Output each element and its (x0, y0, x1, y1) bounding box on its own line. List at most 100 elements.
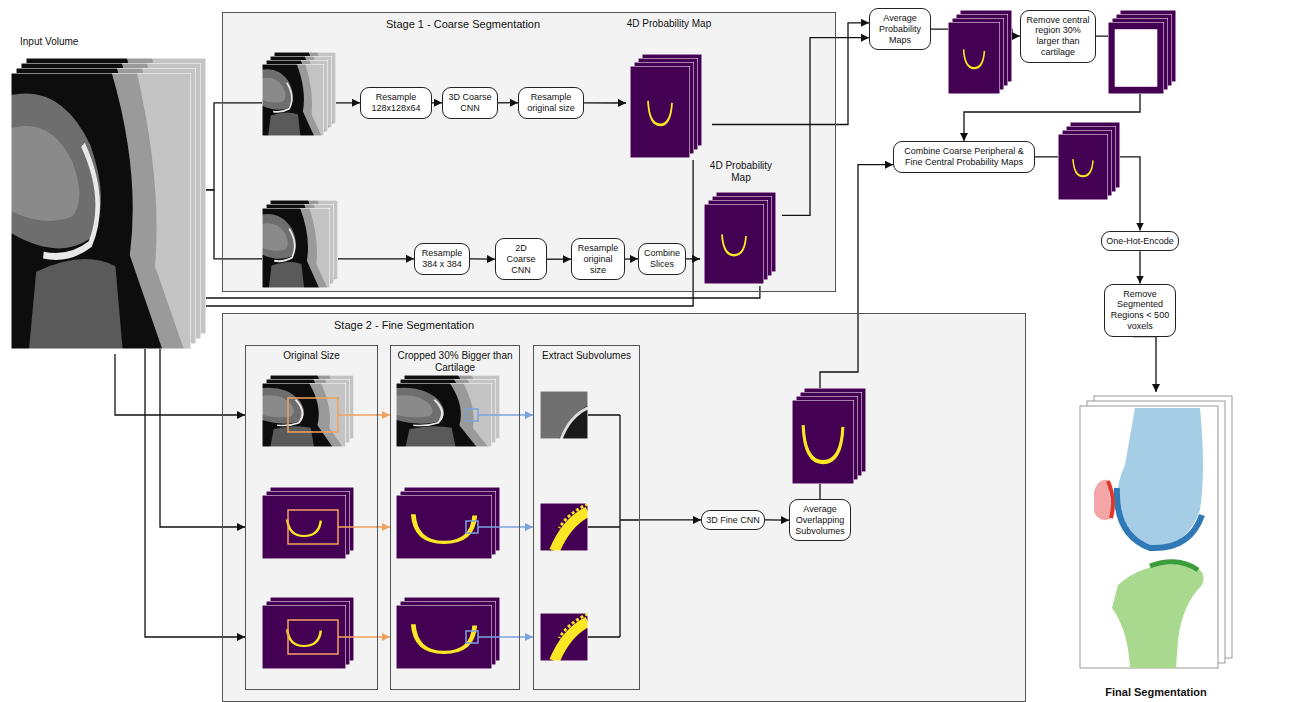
process-box: Average Probability Maps (869, 8, 931, 50)
box-label: 2D Coarse CNN (500, 243, 542, 275)
original-size-stacks (262, 375, 378, 669)
box-label: Combine Slices (643, 248, 681, 270)
flow-arrow (782, 38, 869, 216)
process-box: 3D Fine CNN (701, 510, 765, 531)
process-box: Combine Coarse Peripheral & Fine Central… (893, 141, 1035, 173)
flow-arrow (520, 414, 533, 416)
flow-arrow (432, 102, 442, 103)
flow-arrow (378, 414, 390, 416)
panel-fill (222, 12, 836, 292)
image-caption: 4D Probability Map (626, 18, 712, 30)
flow-arrow (520, 636, 533, 638)
final-segmentation-render (1117, 408, 1203, 548)
cropped-stacks (396, 495, 492, 559)
final-segmentation-render (1094, 480, 1112, 520)
box-label: Remove Segmented Regions < 500 voxels (1109, 289, 1171, 332)
final-segmentation-render (1080, 396, 1232, 668)
flow-arrow (498, 102, 518, 103)
original-size-stacks (288, 398, 338, 432)
subvolume-patches (540, 391, 588, 439)
final-segmentation-render (1112, 564, 1204, 668)
flow-arrow (115, 354, 245, 415)
process-box: 3D Coarse CNN (442, 87, 498, 119)
flow-arrow (1139, 251, 1140, 283)
box-label: Resample 128x128x64 (365, 92, 427, 114)
process-box: Resample original size (571, 238, 625, 280)
flow-arrow (520, 526, 533, 528)
box-label: Average Probability Maps (874, 13, 926, 45)
flow-arrow (145, 286, 760, 637)
final-segmentation-render (1108, 481, 1113, 518)
flow-arrow (378, 526, 390, 528)
cropped-stacks (478, 415, 520, 637)
probability-map-stack (1058, 134, 1108, 200)
probability-map-stack (792, 400, 854, 484)
input-mri-stack (11, 58, 206, 349)
box-label: Resample original size (576, 243, 620, 275)
probability-map-stack (630, 66, 690, 158)
original-size-stacks (288, 620, 338, 654)
input-mri-stack (11, 73, 191, 349)
image-stack: Input Volume (6, 36, 206, 354)
subvolume-patches (588, 415, 640, 637)
process-box: Remove Segmented Regions < 500 voxels (1104, 284, 1176, 337)
box-label: Resample original size (523, 92, 579, 114)
stage1-input-stack (262, 52, 338, 288)
process-box: 2D Coarse CNN (495, 238, 547, 280)
image-caption: Input Volume (6, 36, 206, 48)
process-box: Resample 128x128x64 (360, 87, 432, 119)
step-group: Extract Subvolumes (533, 345, 640, 690)
process-box: Resample original size (518, 87, 584, 119)
panel-fill (222, 313, 1026, 702)
box-label: 3D Fine CNN (706, 515, 760, 526)
group-title: Cropped 30% Bigger than Cartilage (391, 346, 519, 373)
stage-panel: Stage 2 - Fine SegmentationOriginal Size… (222, 313, 1026, 702)
process-box: Resample 384 x 384 (414, 243, 470, 275)
group-title: Extract Subvolumes (534, 346, 639, 362)
image-stack: 4D Probability Map (700, 160, 782, 286)
stage1-input-stack (262, 208, 330, 288)
image-stack: 4D Probability Map (626, 18, 712, 160)
stage-panel: Stage 1 - Coarse SegmentationResample 12… (222, 12, 836, 292)
subvolume-patches (540, 503, 588, 551)
stage1-input-stack (262, 64, 324, 136)
group-title: Original Size (246, 346, 377, 362)
cropped-stacks (396, 605, 492, 669)
original-size-stacks (262, 495, 346, 559)
step-group: Cropped 30% Bigger than Cartilage (390, 345, 520, 690)
cropped-stacks (396, 375, 520, 669)
original-size-stacks (262, 605, 346, 669)
image-caption: Final Segmentation (1072, 686, 1240, 698)
final-segmentation-render (1150, 562, 1198, 570)
flow-arrow (1133, 337, 1156, 392)
box-label: Remove central region 30% larger than ca… (1025, 15, 1091, 58)
panel-title: Stage 2 - Fine Segmentation (223, 314, 1025, 332)
probability-map-stack (1108, 22, 1164, 94)
step-group: Original Size (245, 345, 378, 690)
original-size-stacks (338, 415, 378, 637)
subvolume-patches (540, 391, 640, 661)
flow-arrow (765, 519, 789, 521)
original-size-stacks (288, 510, 338, 544)
cropped-stacks (466, 409, 478, 421)
final-segmentation-render (1080, 406, 1218, 668)
flow-arrow (160, 160, 693, 527)
flow-arrow (378, 636, 390, 638)
process-box: One-Hot-Encode (1101, 231, 1179, 252)
process-box: Average Overlapping Subvolumes (789, 499, 851, 541)
flow-arrow (547, 259, 571, 260)
box-label: Average Overlapping Subvolumes (794, 504, 846, 536)
box-label: Resample 384 x 384 (419, 248, 465, 270)
subvolume-patches (540, 613, 588, 661)
process-box: Remove central region 30% larger than ca… (1020, 10, 1096, 63)
cropped-stacks (466, 631, 478, 643)
cropped-stacks (396, 383, 492, 447)
flow-arrow (640, 519, 701, 520)
flow-arrow (470, 258, 495, 260)
box-label: 3D Coarse CNN (447, 92, 493, 114)
result-image: Final Segmentation (1072, 392, 1240, 698)
panel-title: Stage 1 - Coarse Segmentation (223, 13, 835, 31)
cropped-stacks (466, 521, 478, 533)
flow-arrow (625, 258, 638, 260)
